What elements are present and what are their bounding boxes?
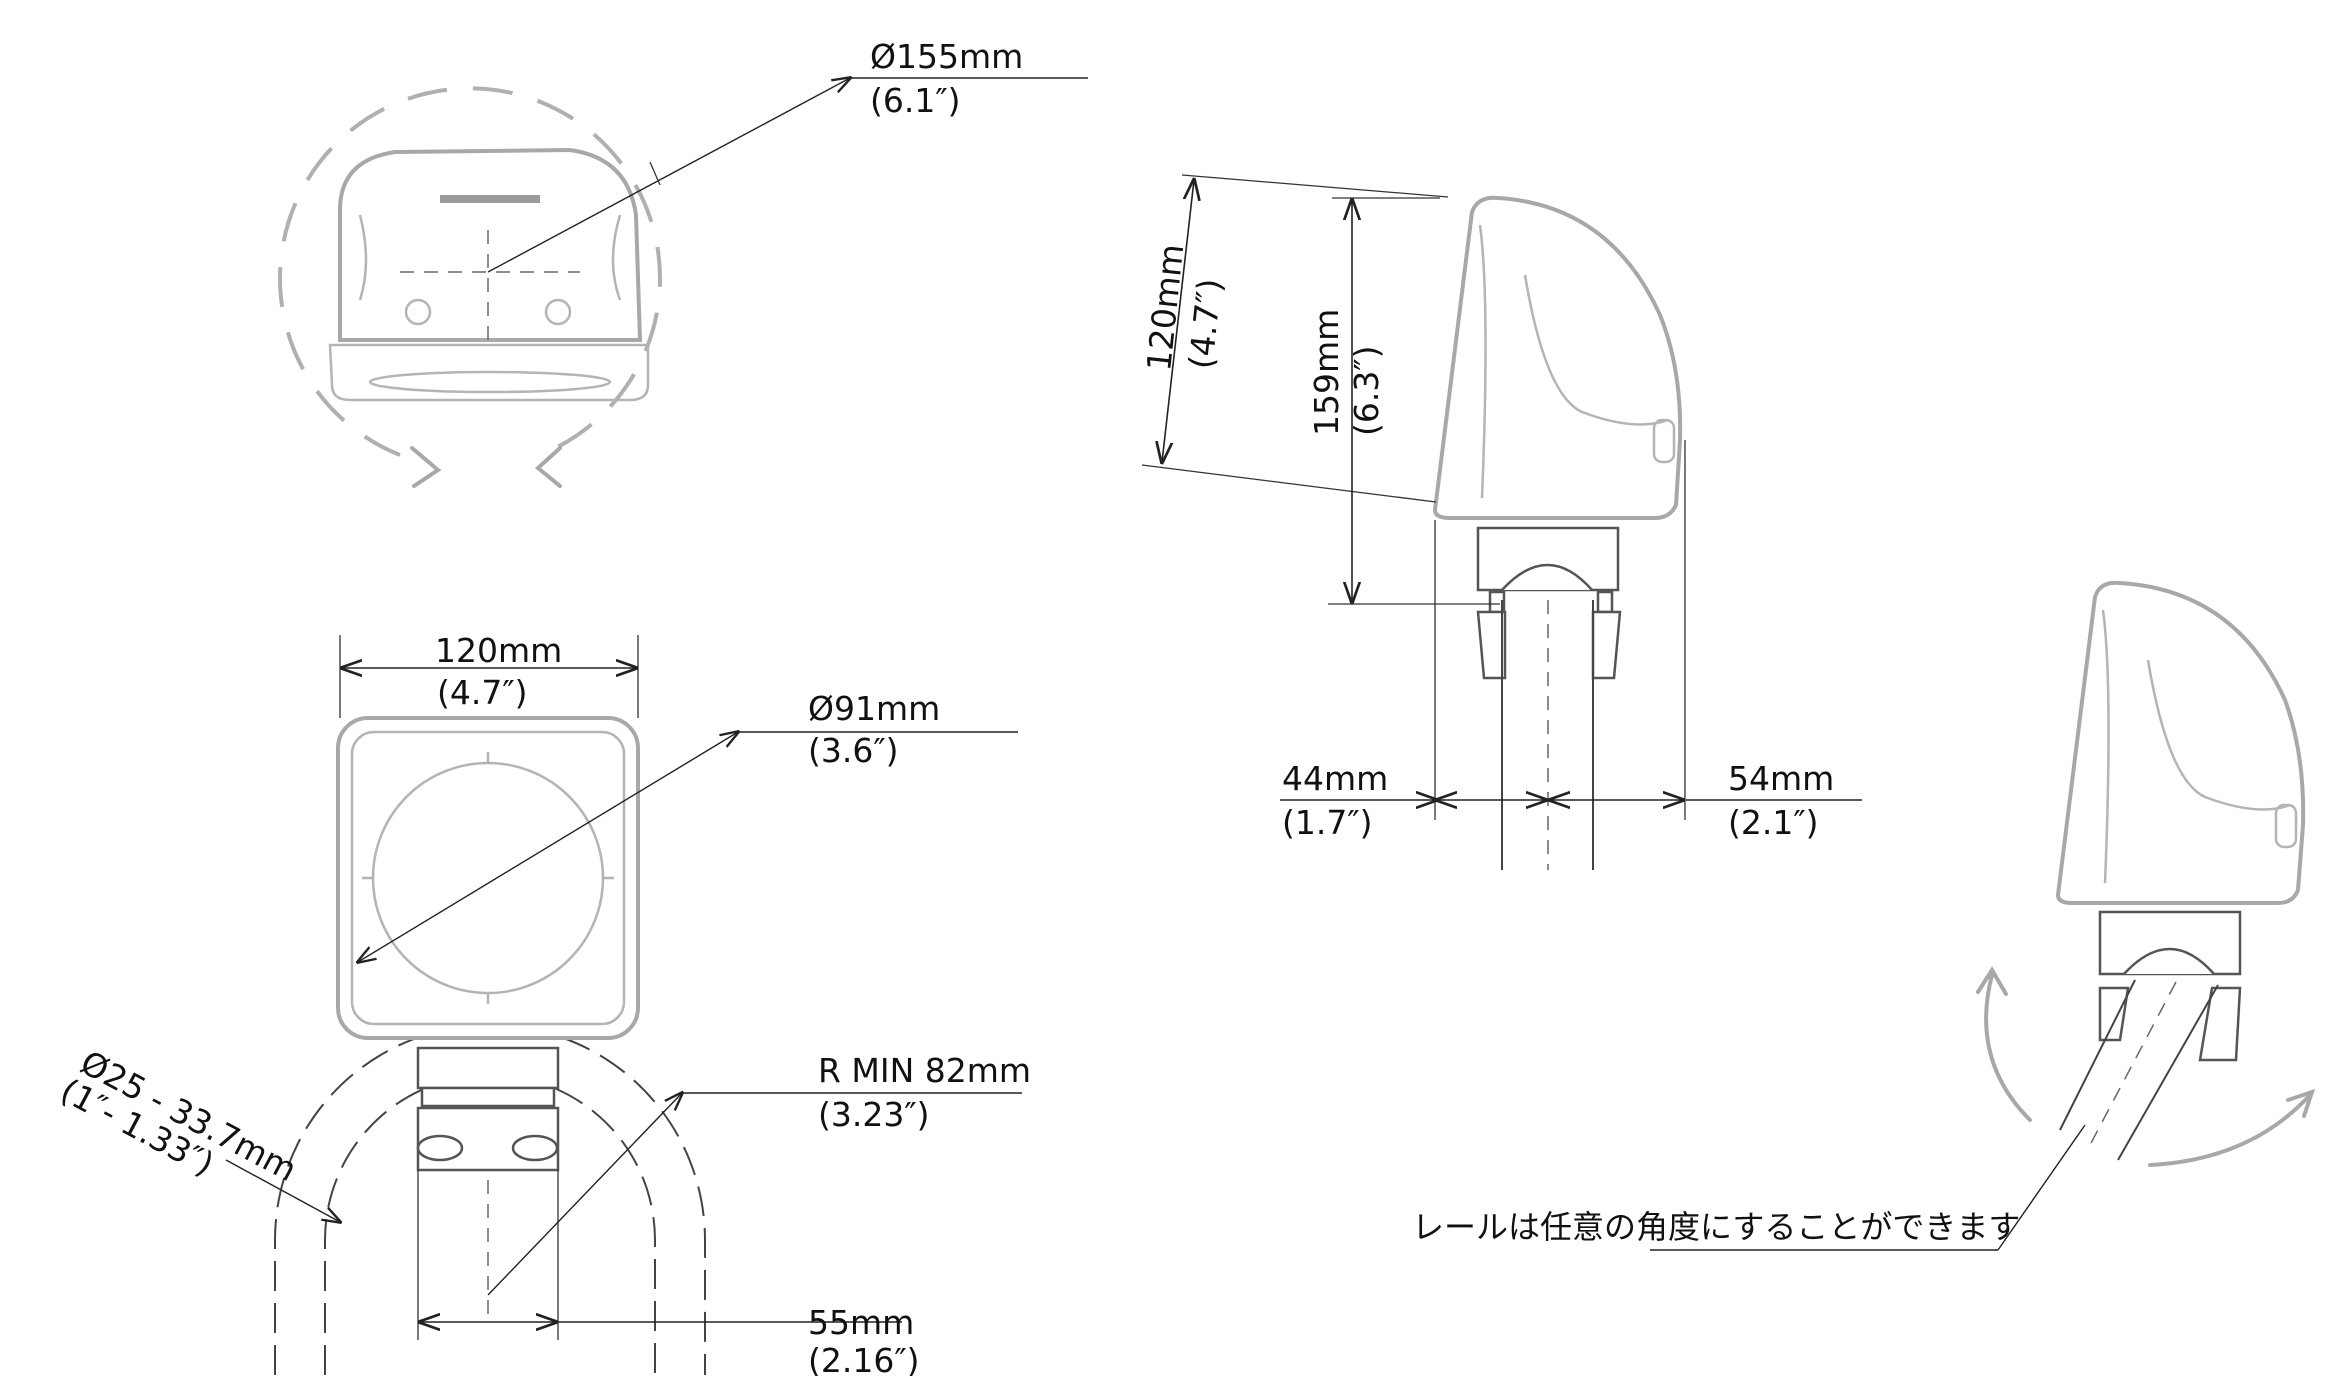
top-screw-left xyxy=(404,298,432,326)
rotation-circle xyxy=(278,86,662,457)
side-view: 120mm (4.7″) 159mm (6.3″) 44mm (1.7″) 54… xyxy=(1139,174,1862,870)
angled-clamp xyxy=(2198,986,2242,1062)
note-leader xyxy=(1997,1124,2086,1251)
rmin-leader xyxy=(487,1093,682,1296)
rotate-arrow-left-icon xyxy=(410,446,442,488)
side-left-label: 44mm xyxy=(1282,759,1388,798)
rmin-label: R MIN 82mm xyxy=(818,1051,1031,1090)
front-diameter-label: Ø91mm xyxy=(808,689,940,728)
side-diagonal-dimension xyxy=(1162,180,1194,462)
top-diameter-label: Ø155mm xyxy=(870,37,1023,76)
side-height-label: 159mm xyxy=(1307,309,1346,436)
bottom-width-label: 55mm xyxy=(808,1303,914,1342)
rail-diameter-leader xyxy=(225,1159,340,1222)
angled-view: レールは任意の角度にすることができます xyxy=(1412,580,2316,1251)
side-height-sub: (6.3″) xyxy=(1347,345,1386,436)
rotate-arrow-right-icon xyxy=(534,446,562,488)
side-diagonal-sub: (4.7″) xyxy=(1181,277,1229,371)
bottom-width-sub: (2.16″) xyxy=(808,1341,920,1376)
front-diameter-sub: (3.6″) xyxy=(808,731,899,770)
angled-device-body xyxy=(2055,580,2306,905)
side-left-sub: (1.7″) xyxy=(1282,803,1373,842)
top-view: Ø155mm (6.1″) xyxy=(278,37,1088,488)
top-diameter-sub: (6.1″) xyxy=(870,81,961,120)
front-width-sub: (4.7″) xyxy=(437,673,528,712)
front-view: 120mm (4.7″) Ø91mm (3.6″) Ø25 - 33.7mm (… xyxy=(54,631,1031,1376)
side-clamp xyxy=(1476,610,1507,680)
front-device-body xyxy=(336,716,640,1040)
rail-angle-note: レールは任意の角度にすることができます xyxy=(1412,1208,2020,1246)
front-diameter-leader xyxy=(358,732,738,962)
top-diameter-leader xyxy=(487,78,850,273)
side-device-body xyxy=(1432,195,1683,520)
tilt-arrow-left-icon xyxy=(1984,973,2032,1122)
brand-logo xyxy=(440,195,540,203)
front-width-label: 120mm xyxy=(435,631,562,670)
tilt-arrow-right-icon xyxy=(2148,1093,2312,1167)
side-right-sub: (2.1″) xyxy=(1728,803,1819,842)
rmin-sub: (3.23″) xyxy=(818,1095,930,1134)
side-right-label: 54mm xyxy=(1728,759,1834,798)
front-mount-block xyxy=(416,1046,560,1090)
top-device-body xyxy=(338,147,643,342)
top-screw-right xyxy=(544,298,572,326)
